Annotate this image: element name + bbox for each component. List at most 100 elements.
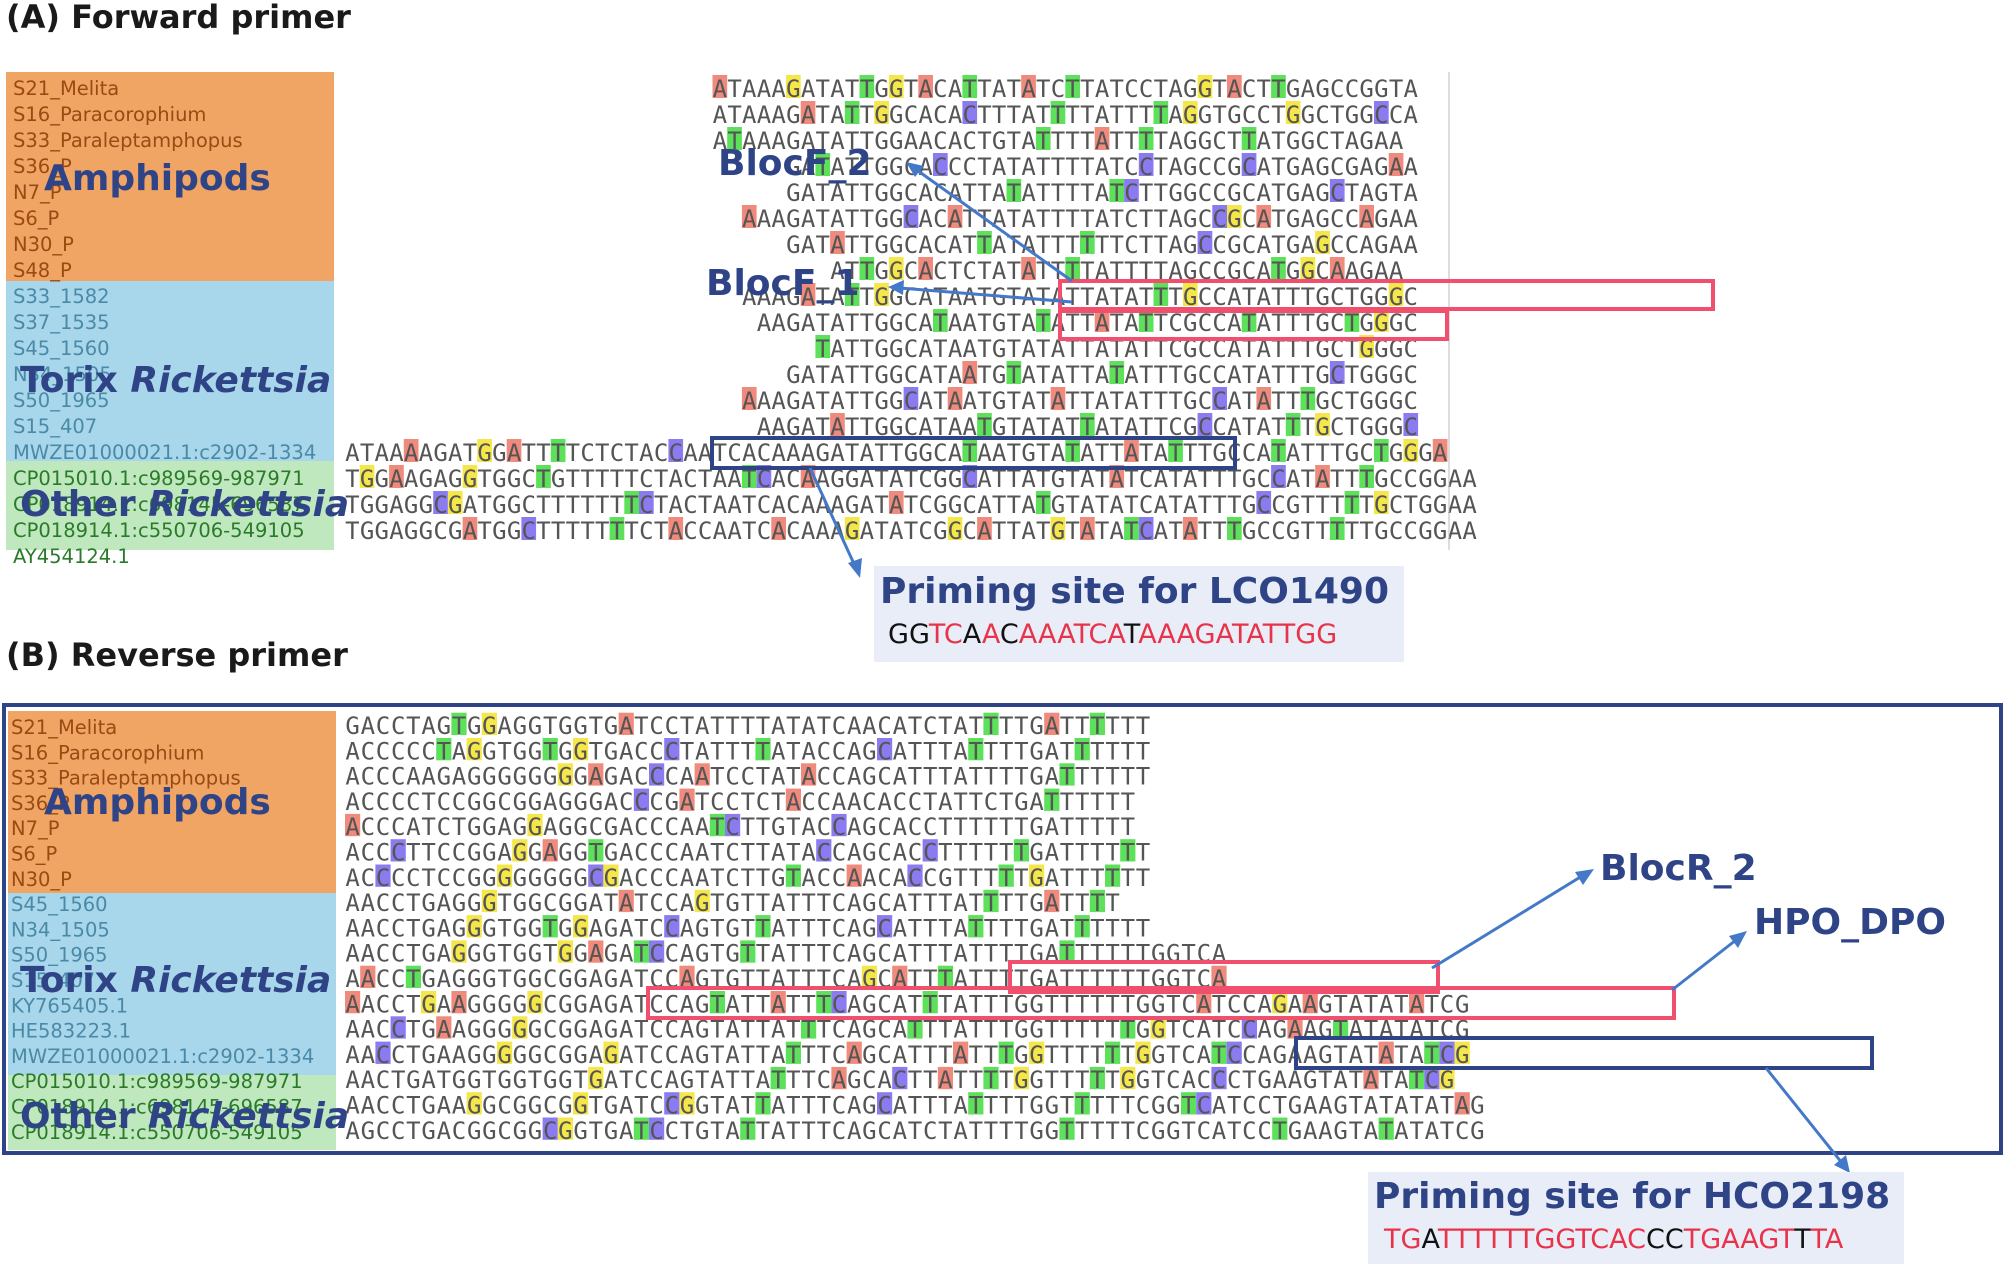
base: A — [1021, 179, 1036, 207]
base: A — [977, 439, 992, 467]
base: T — [437, 1066, 451, 1094]
base-highlight — [1109, 179, 1125, 202]
base-highlight — [1089, 712, 1105, 735]
base-highlight — [573, 915, 589, 938]
base: A — [801, 205, 816, 233]
base: T — [786, 864, 800, 892]
base: G — [862, 1041, 876, 1069]
base-highlight — [588, 940, 604, 963]
base: T — [1364, 990, 1378, 1018]
base: T — [536, 465, 550, 493]
primer-base: T — [1574, 1224, 1592, 1255]
base: T — [1036, 75, 1050, 103]
base: G — [665, 788, 679, 816]
base: A — [771, 205, 786, 233]
base: G — [604, 737, 618, 765]
base: C — [1212, 127, 1226, 155]
base: T — [923, 940, 937, 968]
base: A — [727, 465, 742, 493]
base: G — [437, 712, 451, 740]
base: T — [1242, 413, 1256, 441]
base: T — [801, 1092, 815, 1120]
base: G — [1315, 361, 1329, 389]
base: G — [1374, 283, 1388, 311]
sequence-name: CP018914.1:c550706-549105 — [11, 1121, 303, 1144]
base: A — [727, 491, 742, 519]
torix-prefix-b: Torix — [20, 960, 130, 1001]
base: A — [1257, 387, 1272, 415]
base: T — [536, 517, 550, 545]
base: A — [1227, 387, 1242, 415]
primer-base: T — [1469, 1224, 1487, 1255]
base: A — [1404, 101, 1419, 129]
base: A — [757, 309, 772, 337]
base: C — [589, 864, 603, 892]
base: G — [1455, 1041, 1469, 1069]
base: T — [1227, 465, 1241, 493]
base: A — [1051, 413, 1066, 441]
base: T — [1014, 763, 1028, 791]
base: G — [1136, 1016, 1150, 1044]
base: T — [756, 940, 770, 968]
base: T — [727, 101, 741, 129]
base-highlight — [1285, 101, 1301, 124]
base: T — [977, 309, 991, 337]
base: G — [467, 889, 481, 917]
base: G — [1151, 1117, 1165, 1145]
base: T — [860, 205, 874, 233]
base: A — [786, 788, 801, 816]
base: T — [938, 940, 952, 968]
base: C — [1181, 1016, 1195, 1044]
base: T — [1090, 990, 1104, 1018]
base: A — [1404, 179, 1419, 207]
base: A — [669, 517, 684, 545]
base: G — [419, 491, 433, 519]
base: G — [862, 1016, 876, 1044]
base: T — [1036, 309, 1050, 337]
base: T — [1110, 439, 1124, 467]
base-highlight — [947, 205, 963, 228]
base-highlight — [1138, 517, 1154, 540]
base: C — [391, 965, 405, 993]
base: A — [604, 1066, 619, 1094]
base: A — [1404, 231, 1419, 259]
base: A — [437, 1092, 452, 1120]
base: T — [713, 439, 727, 467]
base: A — [948, 309, 963, 337]
base: A — [1021, 309, 1036, 337]
base: T — [1198, 517, 1212, 545]
base: G — [1315, 75, 1329, 103]
base-highlight — [859, 75, 875, 98]
base: C — [1227, 1041, 1241, 1069]
base: T — [1051, 179, 1065, 207]
base: T — [1242, 387, 1256, 415]
base: C — [649, 940, 663, 968]
base: A — [953, 763, 968, 791]
primer-base: C — [1590, 1224, 1609, 1255]
base-highlight — [436, 738, 452, 761]
base-highlight — [947, 387, 963, 410]
sequence-name: S45_1560 — [11, 893, 108, 916]
base: A — [1389, 257, 1404, 285]
base: A — [1181, 1066, 1196, 1094]
base: T — [1007, 101, 1021, 129]
base: T — [860, 127, 874, 155]
base: T — [573, 1066, 587, 1094]
base: T — [634, 914, 648, 942]
base: T — [963, 231, 977, 259]
base: G — [604, 940, 618, 968]
base: A — [345, 1117, 360, 1145]
base: C — [923, 864, 937, 892]
base-highlight — [433, 491, 448, 514]
base-highlight — [1109, 465, 1125, 488]
base: A — [1154, 439, 1169, 467]
base: T — [1014, 839, 1028, 867]
base: T — [1139, 205, 1153, 233]
base: T — [741, 737, 755, 765]
base: A — [345, 1066, 360, 1094]
panel-a-label-column — [6, 72, 334, 550]
base: T — [963, 439, 977, 467]
base: G — [497, 1016, 511, 1044]
base: C — [1139, 75, 1153, 103]
base: A — [713, 517, 728, 545]
